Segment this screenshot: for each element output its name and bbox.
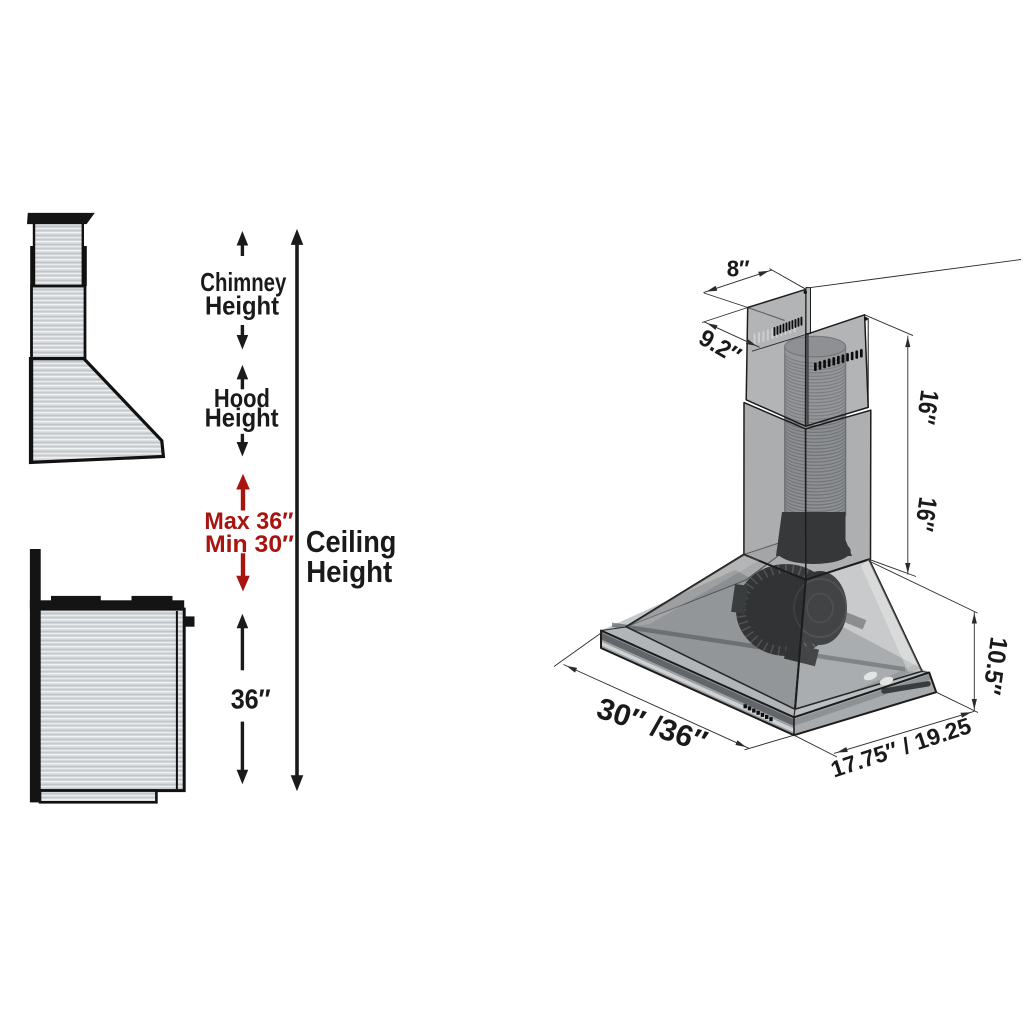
svg-text:Hood: Hood [214, 383, 270, 413]
svg-text:Height: Height [205, 403, 279, 433]
svg-text:Height: Height [205, 291, 279, 321]
svg-text:10.5″: 10.5″ [977, 635, 1013, 696]
svg-text:Height: Height [306, 554, 392, 589]
svg-text:9.2″: 9.2″ [694, 324, 746, 370]
svg-text:8″: 8″ [727, 256, 750, 282]
svg-text:17.75″ / 19.25: 17.75″ / 19.25 [827, 712, 974, 782]
svg-text:Max 36″: Max 36″ [204, 508, 293, 535]
svg-text:30″ /36″: 30″ /36″ [593, 692, 712, 759]
svg-text:16″: 16″ [909, 495, 943, 533]
svg-text:Min 30″: Min 30″ [205, 531, 294, 558]
svg-text:36″: 36″ [231, 684, 271, 715]
svg-text:16″: 16″ [911, 388, 945, 426]
svg-text:Ceiling: Ceiling [306, 524, 397, 559]
svg-text:Chimney: Chimney [200, 267, 286, 297]
